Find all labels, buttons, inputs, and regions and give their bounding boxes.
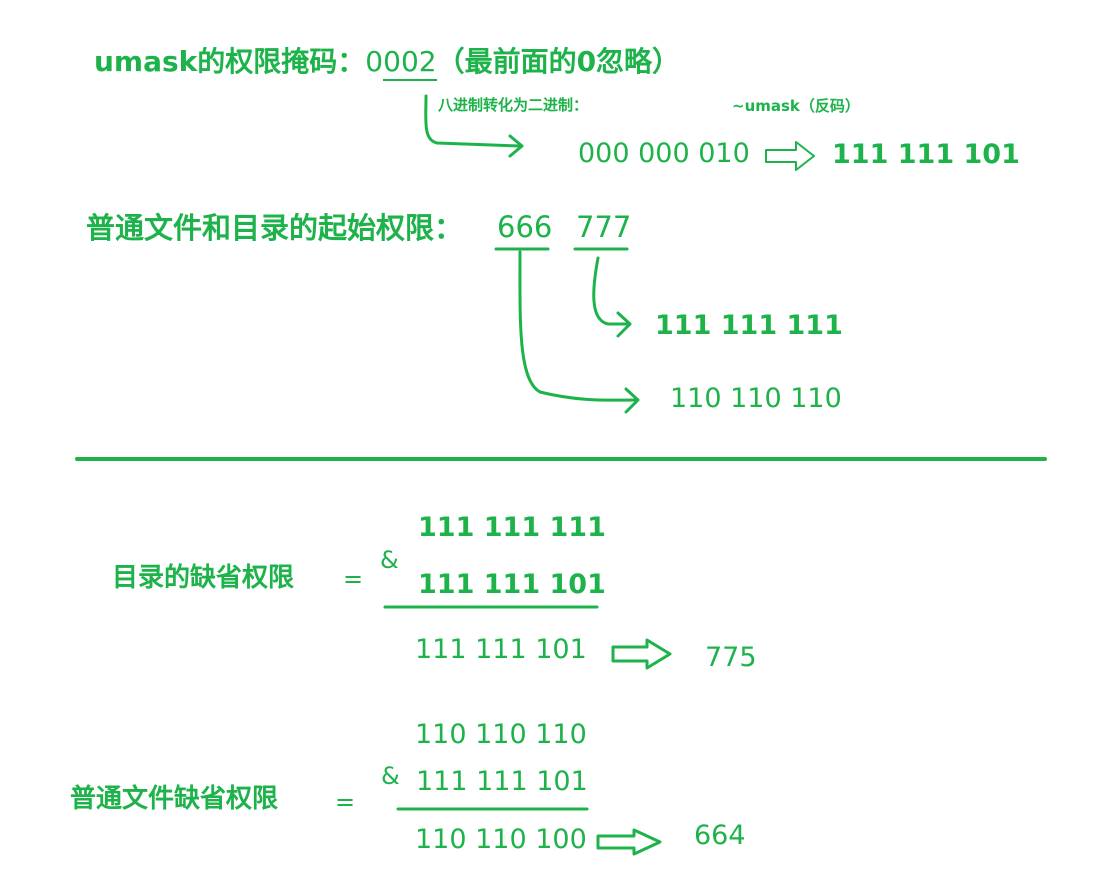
file-equals-sign: = (335, 788, 356, 816)
umask-inverse-binary: 111 111 101 (832, 139, 1020, 170)
umask-to-binary-arrowhead (508, 134, 524, 158)
file-default-label: 普通文件缺省权限 (70, 784, 279, 814)
umask-line: umask的权限掩码：0002（最前面的0忽略） (94, 45, 681, 81)
dir-to-binary-arrow (592, 256, 630, 326)
file-final-value: 664 (694, 820, 746, 851)
dir-default-label: 目录的缺省权限 (112, 563, 295, 593)
dir-initial-binary: 111 111 111 (655, 310, 843, 341)
file-to-binary-arrowhead (624, 387, 640, 414)
umask-label: umask的权限掩码： (94, 45, 366, 78)
file-operand-1: 110 110 110 (415, 719, 587, 750)
dir-result: 111 111 101 (415, 634, 587, 665)
dir-final-value: 775 (705, 642, 757, 673)
umask-note: （最前面的0忽略） (436, 45, 681, 78)
file-result: 110 110 100 (415, 824, 587, 855)
umask-value: 002 (383, 45, 437, 81)
file-operand-2: 111 111 101 (416, 766, 588, 797)
dir-to-binary-arrowhead (616, 311, 632, 338)
octal-to-binary-label: 八进制转化为二进制： (438, 96, 589, 114)
inverse-label: ~umask（反码） (732, 97, 860, 115)
dir-equals-sign: = (343, 565, 364, 593)
dir-initial-value: 777 (576, 210, 632, 244)
file-initial-value: 666 (497, 210, 553, 244)
initial-label: 普通文件和目录的起始权限： (86, 211, 464, 245)
umask-binary: 000 000 010 (578, 138, 750, 169)
inverse-hollow-arrow (765, 141, 815, 171)
file-and-operator: & (381, 762, 400, 790)
dir-and-operator: & (380, 546, 399, 574)
file-to-binary-arrow (518, 250, 638, 402)
file-initial-binary: 110 110 110 (670, 383, 842, 414)
dir-operand-1: 111 111 111 (418, 512, 606, 543)
dir-operand-2: 111 111 101 (418, 569, 606, 600)
file-result-arrow (596, 828, 662, 856)
umask-prefix-digit: 0 (365, 45, 384, 78)
dir-result-arrow (611, 638, 672, 670)
